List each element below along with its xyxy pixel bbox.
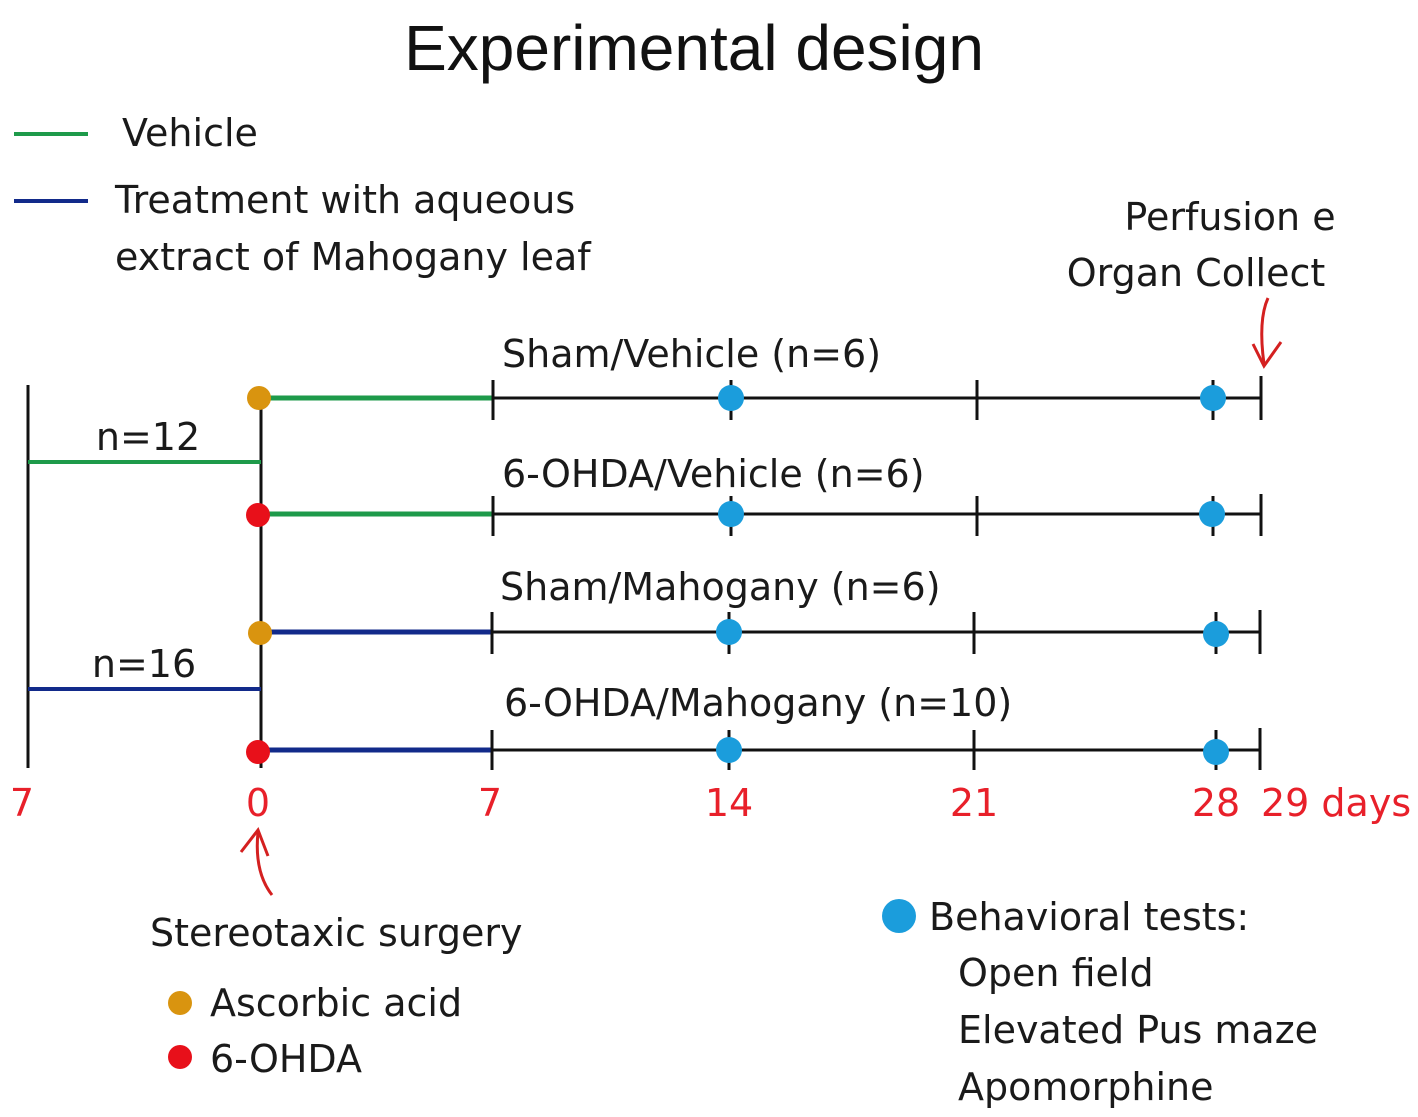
day-axis-labels: 7 0 7 14 21 28 29 days (10, 781, 1411, 825)
group-row-sham-mahogany: Sham/Mahogany (n=6) (248, 565, 1262, 654)
behavioral-test-dot-day-28 (1199, 501, 1225, 527)
treatment-legend-label-line1: Treatment with aqueous (114, 178, 575, 222)
behavioral-test-item: Elevated Pus maze (958, 1008, 1318, 1052)
behavioral-test-dot-day-14 (718, 385, 744, 411)
vehicle-legend-label: Vehicle (122, 111, 258, 155)
perfusion-label-line2: Organ Collect (1067, 251, 1326, 295)
surgery-title: Stereotaxic surgery (150, 911, 522, 955)
6-ohda-legend-dot (168, 1045, 192, 1069)
behavioral-test-dot-day-14 (716, 737, 742, 763)
axis-tick-label: 7 (10, 781, 34, 825)
6-ohda-dot (246, 740, 270, 764)
pre-group-label-vehicle: n=12 (96, 415, 200, 459)
behavioral-test-dot-day-28 (1203, 621, 1229, 647)
behavioral-test-dot-day-14 (716, 619, 742, 645)
behavioral-test-item: Open field (958, 951, 1154, 995)
group-label: 6-OHDA/Mahogany (n=10) (504, 681, 1012, 725)
behavioral-tests-title: Behavioral tests: (929, 895, 1249, 939)
6-ohda-dot (246, 503, 270, 527)
group-row-6ohda-vehicle: 6-OHDA/Vehicle (n=6) (246, 452, 1263, 536)
6-ohda-legend-label: 6-OHDA (210, 1037, 362, 1081)
surgery-arrow-icon (239, 826, 274, 896)
axis-tick-label: 28 (1192, 781, 1240, 825)
axis-tick-label: 14 (705, 781, 753, 825)
axis-tick-label: 29 days (1261, 781, 1411, 825)
behavioral-test-dot-day-14 (718, 501, 744, 527)
ascorbic-acid-legend-dot (168, 991, 192, 1015)
ascorbic-acid-dot (248, 621, 272, 645)
behavioral-test-item: Apomorphine (958, 1065, 1213, 1109)
group-label: Sham/Mahogany (n=6) (500, 565, 941, 609)
behavioral-test-dot-day-28 (1203, 739, 1229, 765)
group-label: 6-OHDA/Vehicle (n=6) (502, 452, 925, 496)
pre-group-label-treatment: n=16 (92, 642, 196, 686)
group-row-sham-vehicle: Sham/Vehicle (n=6) (247, 332, 1263, 420)
group-row-6ohda-mahogany: 6-OHDA/Mahogany (n=10) (246, 681, 1262, 770)
ascorbic-acid-legend-label: Ascorbic acid (210, 981, 462, 1025)
group-label: Sham/Vehicle (n=6) (502, 332, 881, 376)
treatment-legend-label-line2: extract of Mahogany leaf (115, 235, 592, 279)
axis-tick-label: 21 (950, 781, 998, 825)
perfusion-label-line1: Perfusion e (1124, 195, 1335, 239)
diagram-title: Experimental design (404, 12, 984, 84)
axis-tick-label: 0 (246, 781, 270, 825)
behavioral-test-dot-day-28 (1200, 385, 1226, 411)
ascorbic-acid-dot (247, 386, 271, 410)
axis-tick-label: 7 (478, 781, 502, 825)
behavioral-test-legend-dot (882, 899, 916, 933)
perfusion-arrow-icon (1251, 297, 1283, 369)
